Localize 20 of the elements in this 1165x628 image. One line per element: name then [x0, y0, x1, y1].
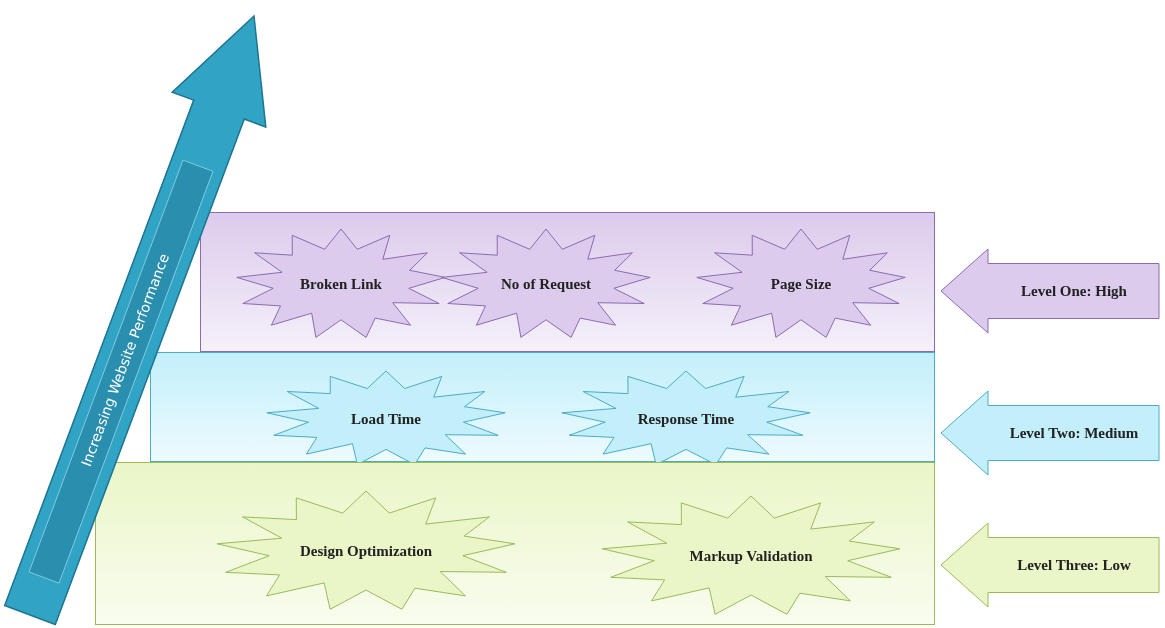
level-band [200, 212, 935, 352]
starburst-shape [696, 229, 906, 339]
starburst-shape [601, 496, 901, 616]
level-arrow [940, 248, 1160, 334]
level-band [150, 352, 935, 462]
node-label: Response Time [637, 410, 735, 427]
node-label: Level Two: Medium [1009, 424, 1139, 442]
starburst-shape [441, 229, 651, 339]
starburst-shape [236, 229, 446, 339]
node-label: No of Request [501, 275, 591, 293]
level-arrow [940, 390, 1160, 476]
starburst-shape [216, 491, 516, 611]
node-label: Markup Validation [689, 547, 813, 565]
node-label: Load Time [351, 410, 421, 427]
node-label: Design Optimization [299, 542, 433, 560]
node-label: Page Size [770, 275, 832, 293]
node-label: Level One: High [1021, 282, 1127, 300]
node-label: Broken Link [300, 275, 382, 293]
node-label: Level Three: Low [1017, 556, 1131, 574]
level-arrow [940, 522, 1160, 608]
